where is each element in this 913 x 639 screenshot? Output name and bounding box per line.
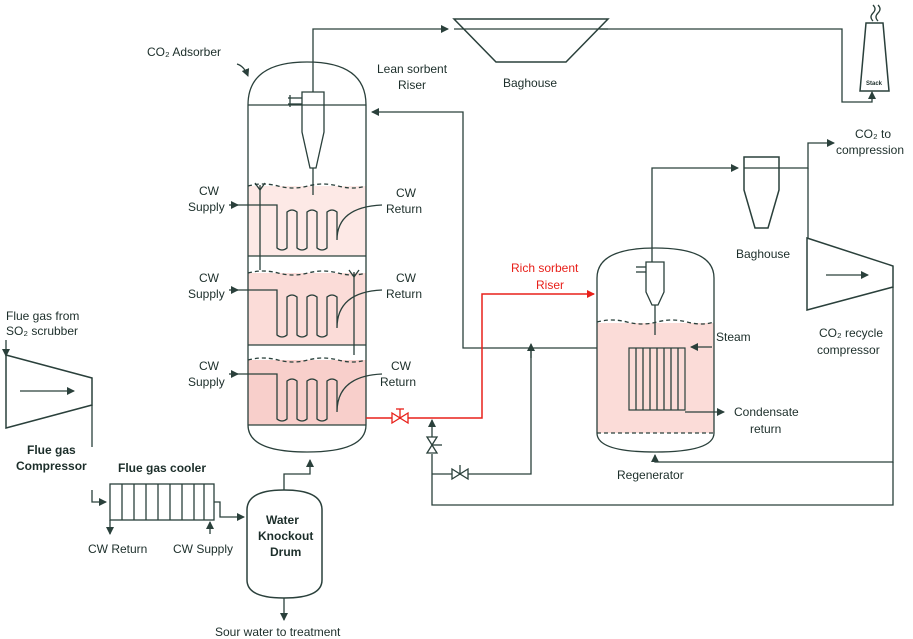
vertical-valve	[425, 436, 442, 454]
co2-compression-label-1: CO₂ to	[855, 127, 891, 141]
rich-valve	[391, 408, 409, 425]
top-baghouse	[452, 18, 610, 63]
water-knockout-drum	[246, 489, 323, 599]
cw-supply-1-a: CW	[199, 184, 220, 198]
cw-supply-2-a: CW	[199, 271, 220, 285]
flue-gas-in-label-1: Flue gas from	[6, 309, 79, 323]
lean-sorbent-riser	[371, 108, 530, 349]
knockout-label-3: Drum	[270, 545, 301, 559]
cw-return-2-a: CW	[396, 271, 417, 285]
recycle-label-1: CO₂ recycle	[819, 326, 883, 340]
cw-supply-2-b: Supply	[188, 287, 225, 301]
stack-label: Stack	[866, 81, 883, 87]
cw-return-2-b: Return	[386, 287, 422, 301]
co2-compression-label-2: compression	[836, 143, 904, 157]
flue-gas-cooler	[109, 483, 215, 521]
regenerator-label: Regenerator	[617, 468, 684, 482]
stack	[859, 4, 890, 92]
condensate-label-2: return	[750, 422, 781, 436]
cw-supply-3-b: Supply	[188, 375, 225, 389]
adsorber-label: CO₂ Adsorber	[147, 45, 221, 59]
horizontal-valve	[451, 465, 469, 481]
flue-compressor-label-2: Compressor	[16, 459, 87, 473]
recycle-gas-return-line	[431, 454, 894, 506]
co2-recycle-compressor	[806, 236, 894, 311]
rich-riser-label-1: Rich sorbent	[511, 261, 579, 275]
cooler-cw-return-label: CW Return	[88, 542, 147, 556]
recycle-label-2: compressor	[817, 343, 880, 357]
right-baghouse	[743, 156, 780, 229]
cw-return-1-b: Return	[386, 202, 422, 216]
lean-riser-label-1: Lean sorbent	[377, 62, 448, 76]
knockout-label-2: Knockout	[258, 529, 313, 543]
sour-water-label: Sour water to treatment	[215, 625, 341, 639]
right-baghouse-label: Baghouse	[736, 247, 790, 261]
condensate-label-1: Condensate	[734, 405, 799, 419]
adsorber-to-baghouse-line	[312, 25, 449, 92]
flue-gas-in-label-2: SO₂ scrubber	[6, 324, 78, 338]
lean-riser-label-2: Riser	[398, 78, 426, 92]
cw-supply-1-b: Supply	[188, 200, 225, 214]
adsorber-pointer	[236, 63, 250, 77]
cooler-cw-supply-label: CW Supply	[173, 542, 233, 556]
cw-return-1-a: CW	[396, 186, 417, 200]
baghouse-to-stack-line	[600, 28, 876, 103]
rich-riser-label-2: Riser	[536, 278, 564, 292]
top-baghouse-label: Baghouse	[503, 76, 557, 90]
cw-return-3-b: Return	[380, 375, 416, 389]
flue-compressor-label-1: Flue gas	[27, 443, 76, 457]
cw-return-3-a: CW	[391, 359, 412, 373]
flue-cooler-label: Flue gas cooler	[118, 461, 206, 475]
regenerator-vessel	[596, 247, 715, 453]
co2-adsorber-vessel	[232, 61, 383, 453]
rich-sorbent-riser	[366, 290, 595, 419]
knockout-label-1: Water	[266, 513, 299, 527]
steam-label: Steam	[716, 330, 751, 344]
cw-supply-3-a: CW	[199, 359, 220, 373]
